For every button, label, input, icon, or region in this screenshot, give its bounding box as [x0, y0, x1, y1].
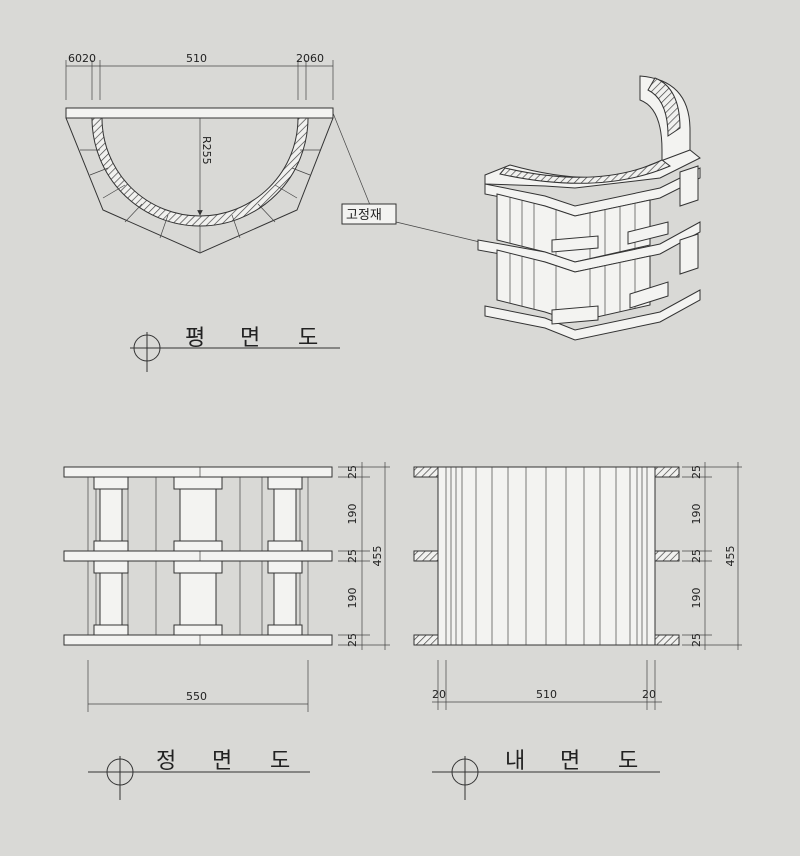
front-posts [93, 476, 303, 636]
front-dim-total: 455 [371, 546, 384, 567]
inner-view: 25 190 25 190 25 455 20 510 20 내 면 도 [413, 462, 742, 800]
front-view: 25 190 25 190 25 455 550 정 면 도 [63, 462, 390, 800]
plan-view: 6020 510 2060 R255 [65, 52, 371, 372]
front-mid-board [63, 550, 333, 562]
front-title: 정 면 도 [88, 749, 310, 800]
front-title-char-3: 도 [270, 749, 290, 774]
plan-hatched-wall [91, 117, 309, 227]
front-bottom-board [63, 634, 333, 646]
inner-dim-5: 25 [690, 633, 703, 647]
inner-dim-mid: 510 [536, 688, 557, 701]
inner-dim-chain: 25 190 25 190 25 455 [682, 462, 742, 650]
front-dim-2: 190 [346, 504, 359, 525]
iso-bottom-band [484, 289, 701, 341]
front-title-char-1: 정 [156, 749, 176, 774]
iso-top-hatch [499, 159, 671, 184]
front-dim-3: 25 [346, 549, 359, 563]
inner-panel [437, 466, 656, 646]
inner-staves [445, 467, 648, 645]
inner-dim-left: 20 [432, 688, 446, 701]
plan-title-char-3: 도 [298, 326, 318, 351]
inner-dim-right: 20 [642, 688, 656, 701]
front-dim-width: 550 [186, 690, 207, 703]
plan-top-board [65, 107, 334, 119]
front-dim-bottom: 550 [87, 660, 309, 712]
iso-back-hatch [647, 77, 681, 137]
front-dim-1: 25 [346, 465, 359, 479]
plan-top-dimension: 6020 510 2060 [65, 52, 334, 100]
callout: 고정재 [341, 203, 489, 245]
inner-dim-4: 190 [690, 588, 703, 609]
front-dim-5: 25 [346, 633, 359, 647]
iso-upper-staves [496, 193, 651, 263]
iso-lower-staves [496, 249, 651, 323]
iso-upper-stave-lines [509, 197, 636, 258]
plan-dim-mid: 510 [186, 52, 207, 65]
plan-outer-outline [65, 117, 334, 254]
inner-title-char-2: 면 [560, 749, 580, 774]
plan-title: 평 면 도 [130, 326, 340, 372]
plan-leader-line [332, 112, 371, 206]
inner-dim-1: 25 [690, 465, 703, 479]
inner-dim-3: 25 [690, 549, 703, 563]
plan-dim-left: 6020 [68, 52, 96, 65]
plan-title-char-1: 평 [185, 326, 205, 351]
inner-title-char-1: 내 [505, 749, 525, 774]
inner-title: 내 면 도 [432, 749, 660, 800]
inner-dim-bottom: 20 510 20 [432, 660, 662, 710]
inner-dim-total: 455 [724, 546, 737, 567]
callout-leader [395, 221, 489, 245]
callout-label: 고정재 [346, 208, 382, 223]
front-dim-4: 190 [346, 588, 359, 609]
plan-title-char-2: 면 [240, 326, 260, 351]
plan-radius-label: R255 [200, 136, 213, 165]
inner-title-char-3: 도 [618, 749, 638, 774]
callout-box [341, 203, 397, 225]
front-top-board [63, 466, 333, 478]
inner-dim-2: 190 [690, 504, 703, 525]
iso-blocks [551, 165, 699, 325]
front-title-char-2: 면 [212, 749, 232, 774]
inner-hatched-blocks [413, 466, 680, 646]
front-dim-chain: 25 190 25 190 25 455 [338, 462, 390, 650]
plan-block-lines [80, 149, 320, 252]
isometric-view [477, 75, 701, 341]
plan-dim-right: 2060 [296, 52, 324, 65]
